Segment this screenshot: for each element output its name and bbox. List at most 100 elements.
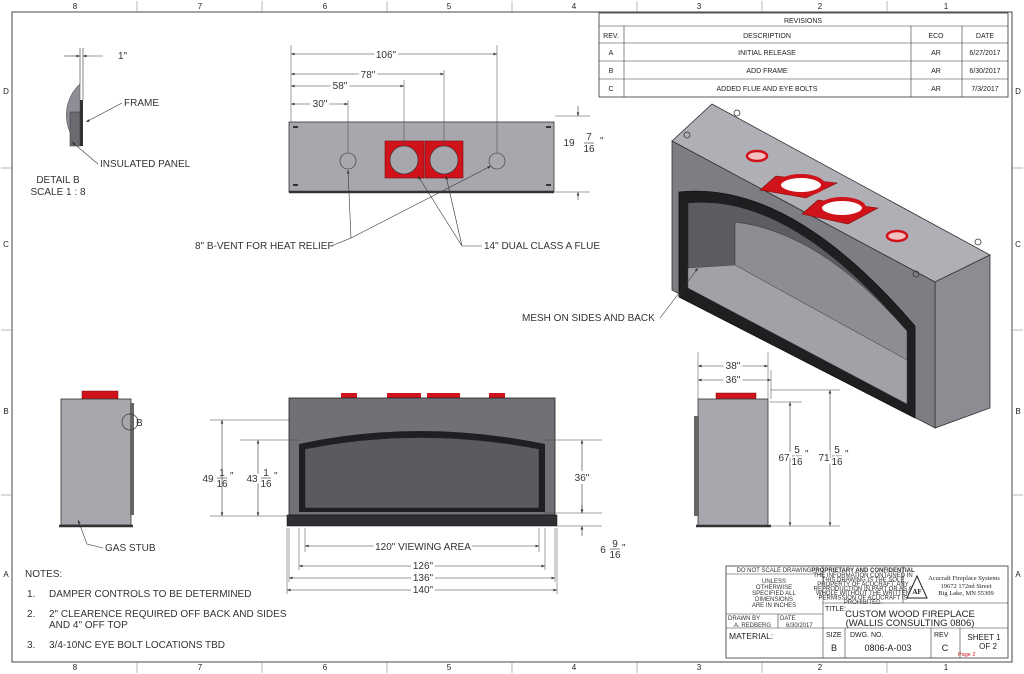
left-view-body [60,398,132,526]
sheet-number: OF 2 [979,642,997,651]
row-label-right: A [1015,570,1021,579]
dim-38: 38" [726,361,741,372]
col-label-bottom: 2 [818,663,823,672]
size-value: B [831,643,837,653]
svg-text:49: 49 [202,474,214,485]
front-firebox-opening [304,437,540,509]
front-base [286,514,558,527]
proprietary-text: PROPERTY OF ACUCRAFT. ANY [817,582,908,588]
isometric-view: MESH ON SIDES AND BACK [522,103,991,429]
material-label: MATERIAL: [729,631,773,641]
row-label-right: B [1015,407,1020,416]
note-text: 2" CLEARENCE REQUIRED OFF BACK AND SIDES [49,609,287,620]
flue-label: 14" DUAL CLASS A FLUE [484,241,600,252]
svg-text:": " [622,543,626,554]
unless-text: SPECIFIED ALL [752,591,796,597]
row-label-right: C [1015,240,1021,249]
proprietary-text: PERMISSION OF ACUCRAFT IS [819,596,908,602]
note-text: AND 4" OFF TOP [49,620,128,631]
iso-flue-collar [777,174,825,196]
dim-140: 140" [413,585,434,596]
revisions-header: DATE [976,33,994,40]
col-label-top: 1 [944,2,949,11]
drawn-date: 6/30/2017 [786,623,813,629]
note-number: 2. [27,609,35,620]
revisions-header: DESCRIPTION [743,33,791,40]
svg-text:43: 43 [246,474,258,485]
svg-text:16: 16 [609,550,621,561]
svg-text:": " [805,449,809,460]
svg-text:16: 16 [216,479,228,490]
col-label-bottom: 6 [323,663,328,672]
company-name: Acucraft Fireplace Systems [928,575,1000,582]
height-dimension-71: 71 5 16 " [816,443,849,470]
dim-126: 126" [413,561,434,572]
revisions-header: REV. [603,33,619,40]
revision-cell: A [609,50,614,57]
svg-text:": " [600,136,604,147]
rev-value: C [942,643,949,653]
drawing-title: CUSTOM WOOD FIREPLACE [845,609,975,620]
row-label-right: D [1015,87,1021,96]
dim-36-side: 36" [726,375,741,386]
drawn-by-label: DRAWN BY [728,616,760,622]
detail-title: DETAIL B [36,175,80,186]
dim-58: 58" [333,81,348,92]
dim-36: 36" [575,473,590,484]
svg-text:": " [274,471,278,482]
top-view: 106" 78" 58" 30" 19 7 16 " 8" B-VENT FOR… [195,45,604,252]
b-vent-label: 8" B-VENT FOR HEAT RELIEF [195,241,334,252]
right-view-body [697,398,769,527]
revision-cell: AR [931,50,941,57]
col-label-top: 7 [198,2,203,11]
right-side-view: 38" 36" 67 5 16 " 71 5 16 " [694,352,849,528]
col-label-top: 2 [818,2,823,11]
col-label-bottom: 1 [944,663,949,672]
title-label: TITLE: [825,606,846,613]
front-view: 49 1 16 " 43 1 16 " 36" 6 9 16 " 120" VI… [200,393,626,599]
rev-label: REV [934,632,949,639]
proprietary-text: THIS DRAWING IS THE SOLE [822,578,905,584]
company-address: Big Lake, MN 55309 [938,590,994,597]
svg-text:5: 5 [794,445,800,456]
detail-b-callout-label: B [136,418,143,429]
revision-cell: 7/3/2017 [971,86,998,93]
svg-text:16: 16 [831,457,843,468]
col-label-top: 8 [73,2,78,11]
height-dimension-67: 67 5 16 " [776,443,809,470]
company-logo: AF [906,574,928,599]
flue-opening [389,145,419,175]
detail-b-view: 1" FRAME INSULATED PANEL DETAIL B SCALE … [30,48,191,198]
col-label-bottom: 8 [73,663,78,672]
note-number: 1. [27,589,35,600]
col-label-top: 4 [572,2,577,11]
mesh-label: MESH ON SIDES AND BACK [522,313,655,324]
height-dimension-43: 43 1 16 " [244,468,278,490]
svg-text:71: 71 [818,453,830,464]
notes-block: NOTES: 1. DAMPER CONTROLS TO BE DETERMIN… [25,569,287,651]
note-number: 3. [27,640,35,651]
row-label-left: B [3,407,8,416]
iso-eye-bolts [683,109,982,278]
col-label-bottom: 3 [697,663,702,672]
left-view-frame [130,403,134,515]
svg-text:": " [230,471,234,482]
dim-78: 78" [361,70,376,81]
unless-text: DIMENSIONS [755,597,793,603]
svg-text:AF: AF [912,588,921,596]
unless-text: ARE IN INCHES [752,603,796,609]
iso-hearth [687,264,908,405]
proprietary-text: REPRODUCTION IN PART OR AS A [814,587,913,593]
insulated-panel-label: INSULATED PANEL [100,159,191,170]
col-label-bottom: 7 [198,663,203,672]
svg-text:16: 16 [260,479,272,490]
svg-text:1: 1 [219,468,225,479]
dim-label: 1" [118,51,128,62]
unless-text: OTHERWISE [756,585,792,591]
revision-cell: INITIAL RELEASE [738,50,796,57]
drawn-by: A. REDBERG [734,623,771,629]
proprietary-text: WHOLE WITHOUT THE WRITTEN [816,591,910,597]
iso-side-face [934,254,991,429]
